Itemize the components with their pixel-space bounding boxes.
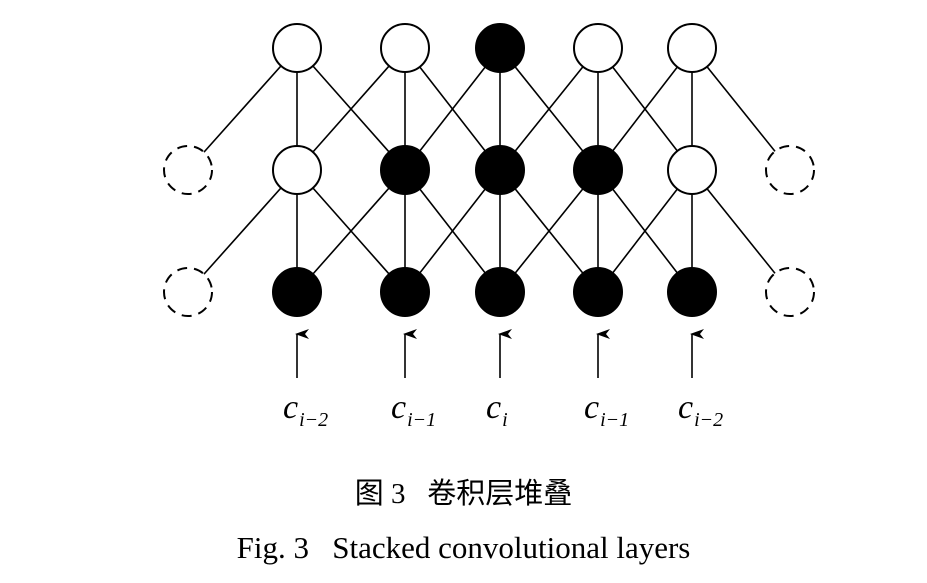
active-node [380,267,430,317]
inactive-node [667,23,717,73]
input-label: ci−1 [391,389,436,431]
connection-line [597,47,693,171]
inactive-node [272,23,322,73]
input-arrows [295,329,704,378]
connection-line [404,169,501,293]
active-node [475,267,525,317]
neuron-nodes [163,23,815,317]
inactive-node [272,145,322,195]
connection-line [691,47,791,171]
active-node [667,267,717,317]
connection-line [296,169,406,293]
inactive-node [380,23,430,73]
padding-node [765,145,815,195]
caption-chinese: 图 3 卷积层堆叠 [354,478,573,510]
inactive-node [667,145,717,195]
inactive-node [573,23,623,73]
connection-line [597,169,693,293]
input-labels: ci−2 ci−1 ci ci−1 ci−2 [283,389,723,431]
padding-node [765,267,815,317]
input-label: ci−2 [283,389,328,431]
caption-english: Fig. 3 Stacked convolutional layers [236,530,691,565]
stacked-conv-diagram: ci−2 ci−1 ci ci−1 ci−2 [163,23,815,431]
connection-line [499,169,599,293]
connection-line [187,169,298,293]
active-node [380,145,430,195]
active-node [475,145,525,195]
padding-node [163,145,213,195]
connection-line [187,47,298,171]
connection-line [296,47,406,171]
connection-line [404,47,501,171]
input-label: ci−2 [678,389,723,431]
active-node [272,267,322,317]
active-node [475,23,525,73]
input-label: ci−1 [584,389,629,431]
input-label: ci [486,389,508,431]
active-node [573,145,623,195]
padding-node [163,267,213,317]
connection-line [499,47,599,171]
active-node [573,267,623,317]
connection-line [691,169,791,293]
